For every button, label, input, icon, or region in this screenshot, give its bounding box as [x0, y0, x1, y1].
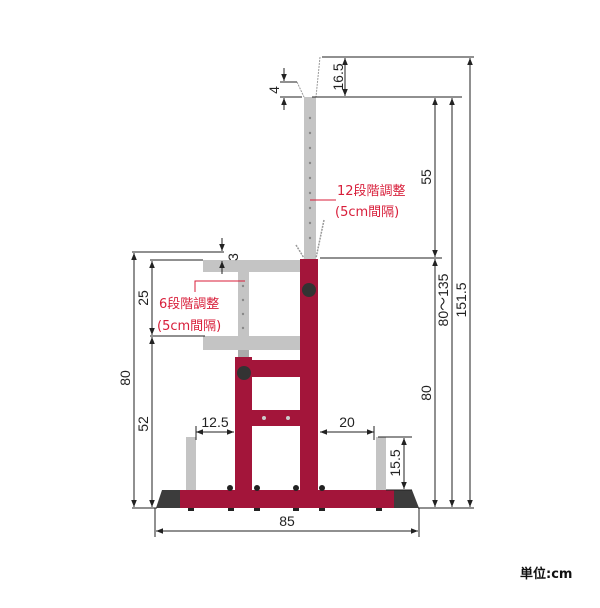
safety-arm-bottom — [203, 336, 300, 350]
adjust-knob — [237, 366, 251, 380]
dim-85: 85 — [279, 513, 295, 529]
crossbar-middle — [252, 410, 300, 426]
unit-label: 単位:cm — [520, 566, 572, 582]
upper-interval-label: (5cm間隔) — [335, 205, 399, 220]
left-plate-peg — [186, 437, 196, 490]
dim-4: 4 — [266, 86, 282, 94]
dim-151-5: 151.5 — [453, 282, 469, 317]
upper-steps-label: 12段階調整 — [337, 184, 406, 199]
bolts — [188, 485, 382, 511]
base-bar — [180, 490, 394, 508]
dim-80-135: 80〜135 — [435, 273, 451, 326]
dim-80-left: 80 — [117, 370, 133, 386]
dim-55: 55 — [418, 169, 434, 185]
dim-15-5: 15.5 — [387, 449, 403, 476]
rack-drawing — [156, 56, 419, 511]
dim-12-5: 12.5 — [201, 414, 228, 430]
top-hook — [296, 56, 321, 98]
safety-arm-top — [203, 260, 300, 272]
crossbar-upper — [252, 360, 300, 377]
left-foot — [156, 490, 180, 508]
j-hook — [295, 219, 325, 259]
upright-holes — [308, 116, 312, 240]
dim-52: 52 — [135, 416, 151, 432]
safety-interval-label: (5cm間隔) — [157, 319, 221, 334]
adjust-knob — [302, 283, 316, 297]
dim-20: 20 — [339, 414, 355, 430]
dimension-labels: 16.5 4 55 80 80〜135 151.5 80 25 52 3 12.… — [117, 63, 469, 529]
dimension-lines — [131, 56, 474, 537]
right-foot — [394, 490, 419, 508]
dim-3: 3 — [225, 253, 241, 261]
dim-80-right: 80 — [418, 385, 434, 401]
right-plate-peg — [376, 437, 386, 490]
dim-16-5: 16.5 — [330, 63, 346, 90]
safety-upright — [238, 272, 249, 336]
main-post — [300, 259, 318, 508]
safety-steps-label: 6段階調整 — [159, 297, 219, 312]
rear-post — [235, 357, 252, 508]
dim-25: 25 — [135, 290, 151, 306]
